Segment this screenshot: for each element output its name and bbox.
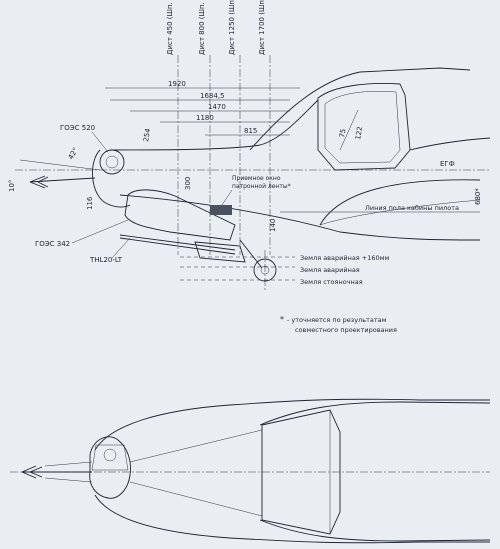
top-canopy — [259, 401, 491, 542]
top-fuselage-upper — [94, 398, 490, 451]
top-nose — [89, 436, 131, 499]
station-label-2: Дист 800 (Шп. №2) — [198, 0, 206, 55]
ground-emergency-plus-label: Земля аварийная +160мм — [300, 254, 390, 262]
intake-contour — [319, 179, 481, 226]
note-line-2: совместного проектирования — [295, 326, 397, 334]
dim-140: 140 — [269, 219, 277, 232]
dim-116: 116 — [86, 196, 94, 210]
radar-circle-inner — [105, 155, 119, 169]
floor-line-label: Линия пола кабины пилота — [365, 204, 459, 212]
dim-300: 300 — [184, 177, 192, 190]
gun-pod — [124, 189, 236, 241]
ground-parking-label: Земля стояночная — [300, 278, 363, 286]
canopy-dim-line — [339, 109, 359, 151]
goes342-label: ГОЭС 342 — [35, 240, 70, 248]
dim-1920: 1920 — [168, 80, 186, 88]
angle-42: 42° — [67, 146, 80, 161]
top-pod-rails — [44, 461, 93, 483]
canopy-inner — [324, 91, 401, 164]
angle-line — [19, 159, 101, 171]
pitot-tip — [29, 175, 49, 189]
dim-254: 254 — [142, 127, 152, 142]
dim-122: 122 — [354, 126, 364, 141]
angle-10: 10° — [8, 180, 16, 192]
fuselage-top-line — [109, 99, 319, 151]
note-mark: * — [280, 315, 284, 324]
station-label-1: Дист 450 (Шп. №1) — [166, 0, 174, 55]
goes520-label: ГОЭС 520 — [60, 124, 95, 132]
station-label-4: Дист 1700 (Шп. №4) — [258, 0, 266, 55]
egf-label: ЕГФ — [440, 160, 455, 168]
dim-815: 815 — [244, 127, 257, 135]
top-radar — [103, 448, 117, 462]
dim-1684: 1684,5 — [200, 92, 225, 100]
dim-680: 680* — [474, 188, 482, 205]
dim-1470: 1470 — [208, 103, 226, 111]
ground-emergency-label: Земля аварийная — [300, 266, 360, 274]
note-line-1: - уточняется по результатам — [287, 316, 387, 324]
goes342-leader — [71, 219, 129, 244]
dim-75: 75 — [338, 128, 347, 138]
intake-lip — [319, 199, 481, 226]
top-pitot-tip — [21, 465, 43, 479]
ammo-window-leader — [221, 189, 233, 206]
canopy-outline — [249, 67, 471, 151]
nose-cone — [92, 149, 131, 208]
gear-strut — [239, 239, 263, 269]
fuselage-lower-line — [119, 194, 481, 241]
top-fuselage-lower — [94, 494, 490, 544]
top-view — [10, 398, 491, 544]
ammo-window — [210, 205, 232, 215]
thl-label: THL20-LT — [89, 256, 123, 264]
fuselage-rear-top — [409, 137, 491, 151]
cannon-body — [194, 241, 246, 263]
radar-circle — [99, 149, 125, 175]
ammo-window-label-2: патронной ленты* — [232, 183, 291, 190]
top-radar-housing — [91, 444, 129, 471]
top-converging-lines — [129, 429, 263, 517]
canopy-frame — [317, 82, 411, 171]
cannon-barrel — [119, 234, 236, 255]
dim-1180: 1180 — [196, 114, 214, 122]
station-label-3: Дист 1250 (Шп. №3) — [228, 0, 236, 55]
thl-leader — [111, 237, 131, 259]
ammo-window-label-1: Приемное окно — [232, 175, 281, 182]
side-view: Дист 450 (Шп. №1) Дист 800 (Шп. №2) Дист… — [8, 0, 491, 334]
goes520-leader — [91, 131, 109, 153]
pitot-probe — [29, 177, 96, 183]
